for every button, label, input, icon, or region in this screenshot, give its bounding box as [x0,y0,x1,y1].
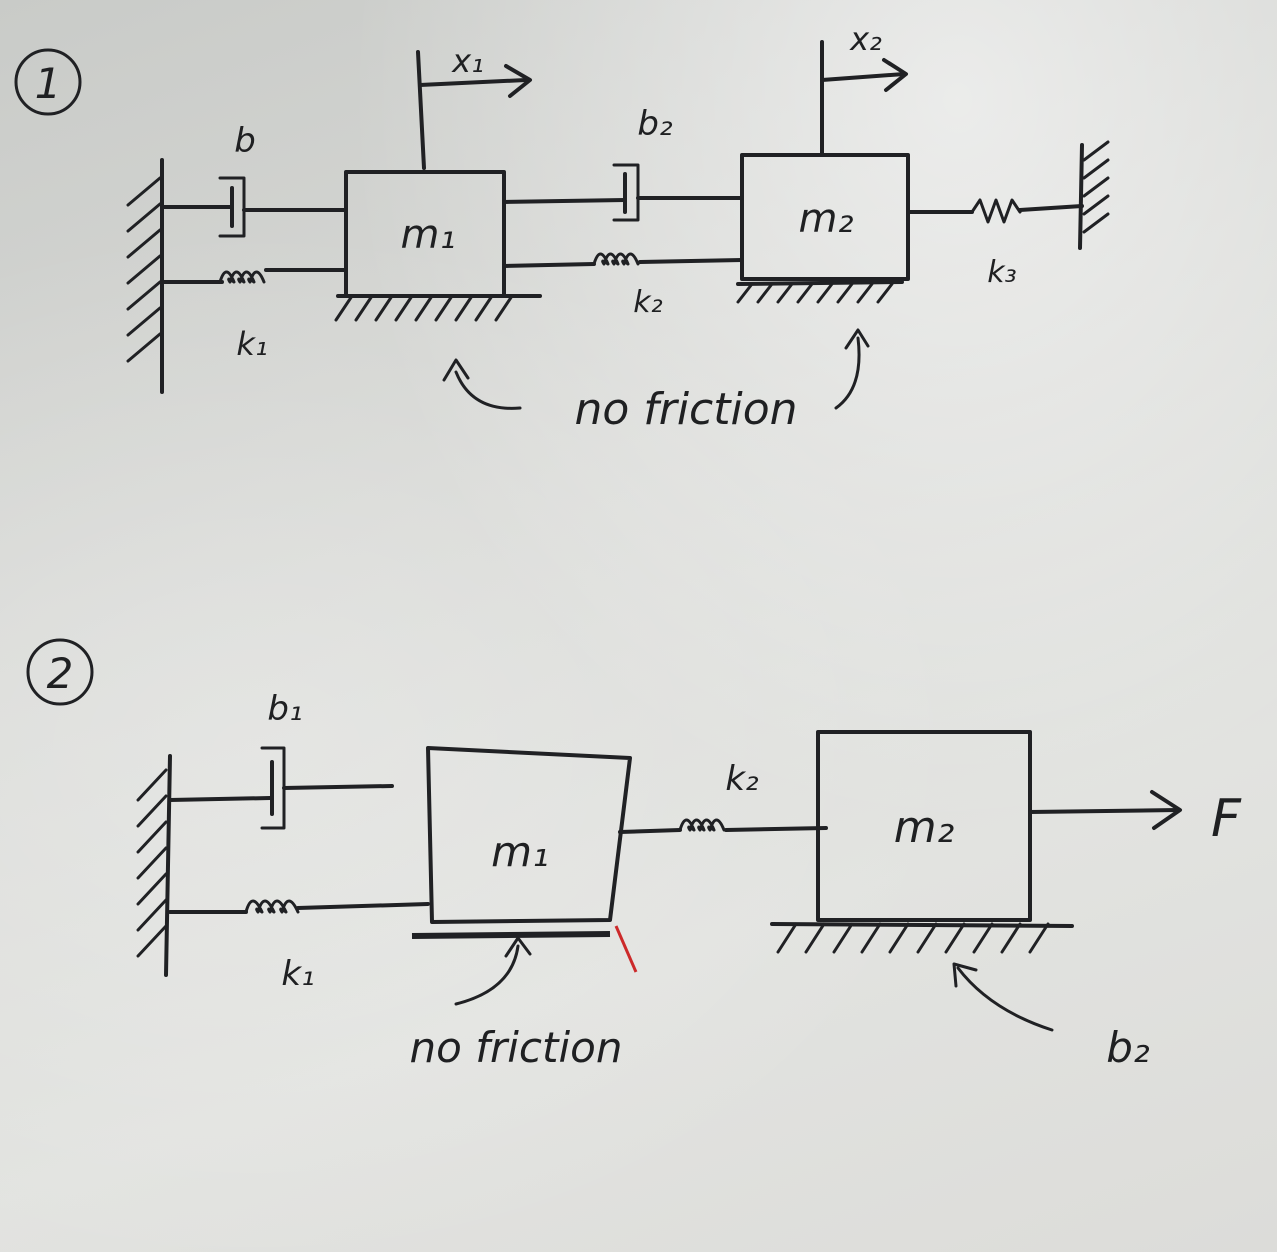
note-no-friction-1: no friction [574,384,797,435]
label-x1: x₁ [451,42,484,80]
label-b1: b₁ [267,689,302,729]
label-x2: x₂ [849,20,882,58]
ground-m1 [334,294,542,322]
label-k2: k₂ [633,285,662,320]
force-arrow [1028,790,1182,830]
problem-1-number-circle [14,48,82,116]
label-b: b [234,121,256,161]
friction-b2-arrow [952,962,1054,1032]
spring-k2 [502,252,744,268]
label-force: F [1211,789,1242,849]
wall-left-1 [126,158,164,394]
ground-m2-2 [770,922,1074,954]
label-k1: k₁ [236,325,267,363]
friction-note-arrow-2 [454,936,532,1006]
problem-1: 1 b k₁ m₁ [14,20,1110,435]
label-b2: b₂ [637,104,673,144]
label-k1-2: k₁ [281,954,314,994]
spring-k1-2 [168,899,430,914]
damper-b2 [502,163,744,222]
problem-2-number: 2 [47,649,74,698]
spring-k3 [906,198,1084,224]
label-b2-2: b₂ [1106,1023,1150,1072]
label-m2-2: m₂ [894,802,955,853]
frictionless-surface [411,931,611,939]
spring-k2-2 [618,818,828,834]
damper-b1 [168,746,394,830]
label-m1-2: m₁ [491,827,549,876]
damper-b [160,176,348,238]
red-mark [614,925,638,973]
friction-note-arrows-1 [442,328,870,410]
problem-2: 2 b₁ k₁ m₁ k₂ [26,638,1242,1072]
problem-2-number-circle [26,638,94,706]
mass-m1-2 [426,746,632,924]
wall-right-1 [1078,140,1110,250]
displacement-x2-arrow [820,40,908,157]
ground-m2 [736,280,904,304]
note-no-friction-2: no friction [410,1023,623,1072]
label-m1: m₁ [401,212,456,258]
mass-m2 [740,153,910,281]
label-m2: m₂ [799,196,854,242]
mass-m2-2 [816,730,1032,922]
problem-1-number: 1 [35,59,62,108]
label-k3: k₃ [987,255,1016,290]
displacement-x1-arrow [416,50,532,170]
wall-left-2 [136,754,172,977]
spring-k1 [160,268,348,284]
label-k2-2: k₂ [725,759,759,799]
